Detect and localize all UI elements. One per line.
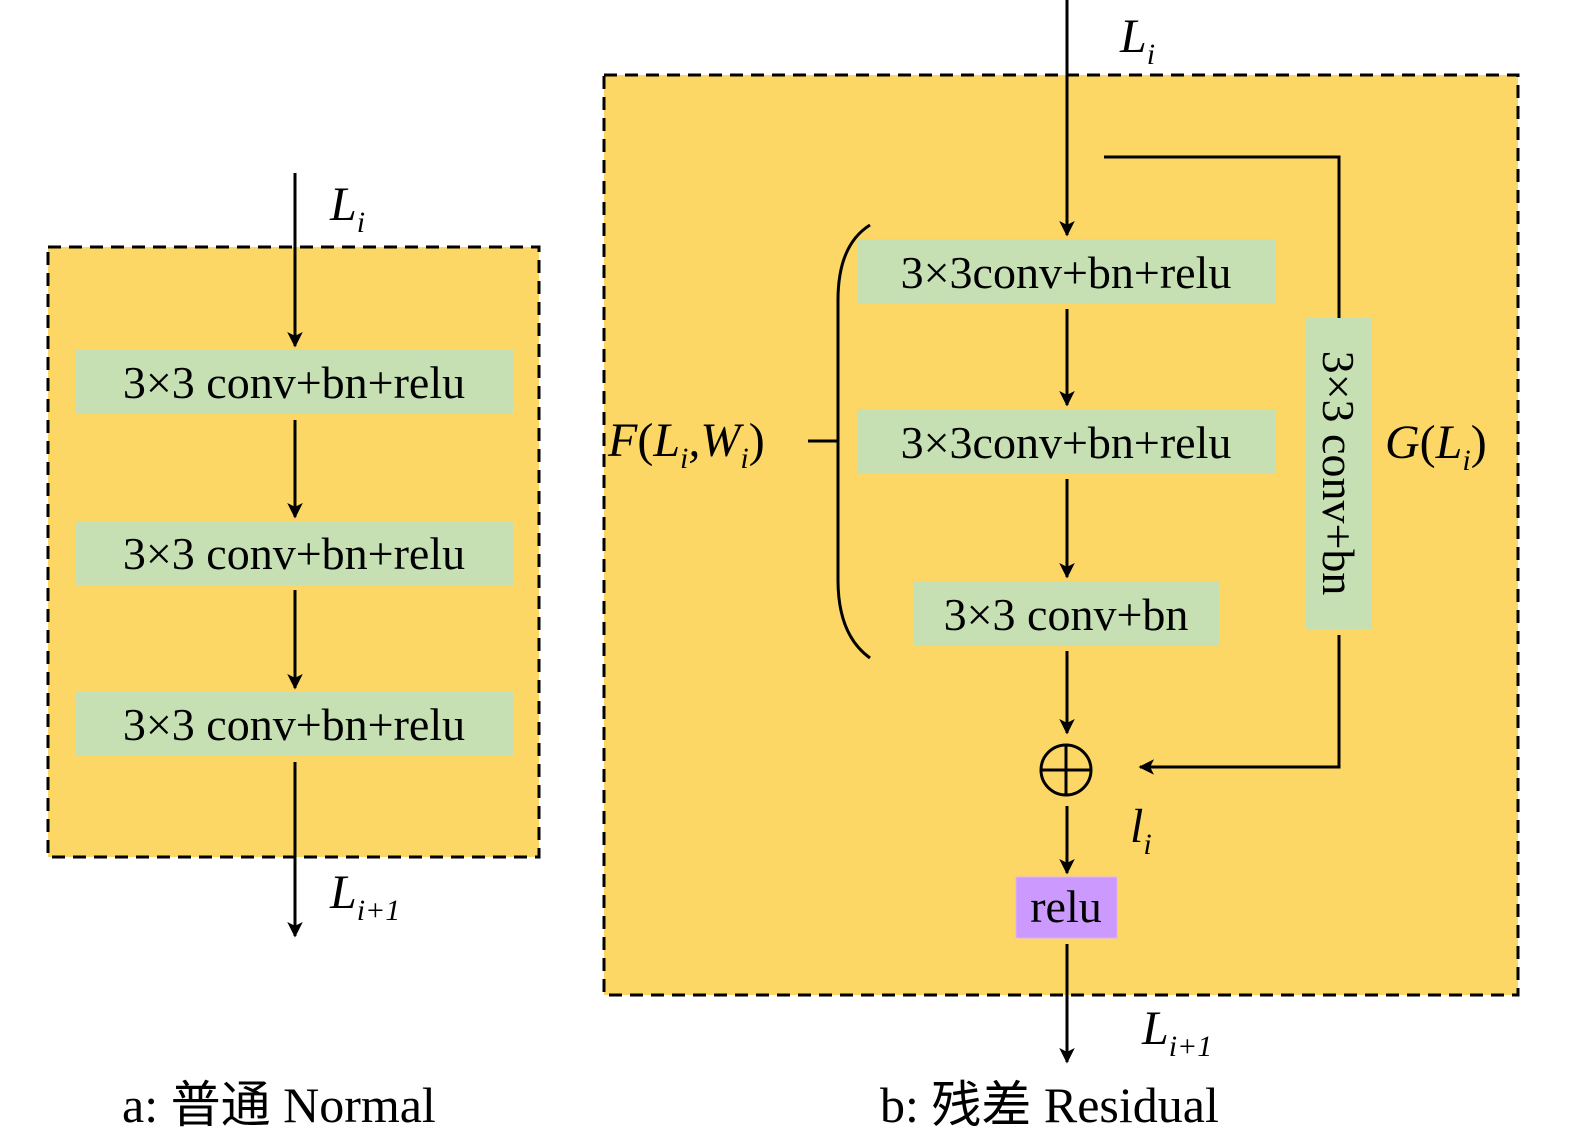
sum-node-icon: [1039, 743, 1093, 797]
relu-block: [1015, 876, 1118, 939]
residual-input-label: Li: [1119, 10, 1155, 71]
residual-caption: b: 残差 Residual: [880, 1077, 1219, 1133]
shortcut-path-bottom: [1138, 635, 1341, 775]
residual-conv-block-3-label: 3×3 conv+bn: [944, 589, 1189, 640]
normal-caption: a: 普通 Normal: [122, 1077, 436, 1133]
panel-normal: Li 3×3 conv+bn+relu 3×3 conv+bn+relu 3×3…: [46, 173, 541, 1133]
residual-conv-block-3: [914, 581, 1219, 646]
shortcut-conv-block-label: 3×3 conv+bn: [1313, 351, 1364, 596]
normal-conv-block-2: [76, 521, 513, 585]
relu-block-label: relu: [1030, 881, 1102, 932]
residual-panel-frame: [602, 73, 1520, 997]
sum-output-label: li: [1130, 800, 1152, 861]
residual-function-label: F(Li,Wi): [607, 414, 765, 475]
shortcut-function-label: G(Li): [1385, 416, 1487, 477]
residual-conv-block-2: [857, 409, 1276, 474]
normal-conv-block-1-label: 3×3 conv+bn+relu: [123, 357, 465, 408]
normal-conv-block-1: [76, 350, 513, 414]
normal-conv-block-2-label: 3×3 conv+bn+relu: [123, 528, 465, 579]
normal-conv-block-3-label: 3×3 conv+bn+relu: [123, 699, 465, 750]
residual-conv-block-1-label: 3×3conv+bn+relu: [901, 247, 1232, 298]
normal-output-label: Li+1: [329, 866, 400, 927]
residual-conv-block-2-label: 3×3conv+bn+relu: [901, 417, 1232, 468]
normal-input-label: Li: [329, 178, 365, 239]
residual-output-label: Li+1: [1141, 1002, 1212, 1063]
panel-residual: Li 3×3 conv+bn G(Li) F(Li,Wi) 3×3conv+bn…: [602, 0, 1520, 1133]
normal-conv-block-3: [76, 692, 513, 756]
residual-conv-block-1: [857, 239, 1276, 304]
shortcut-conv-block: [1306, 318, 1372, 629]
shortcut-path-top: [1104, 155, 1341, 318]
